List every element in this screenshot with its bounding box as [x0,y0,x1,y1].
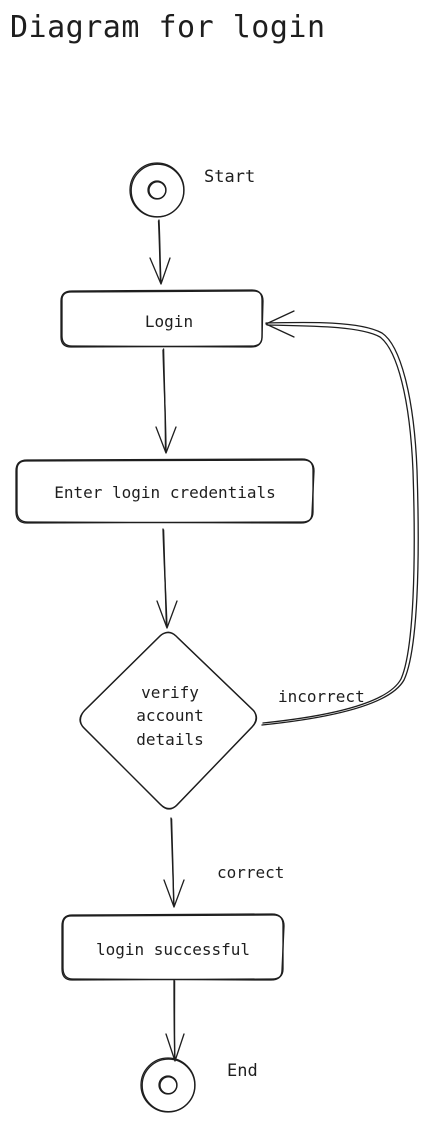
arrow-login-to-credentials [155,348,177,454]
start-node [129,162,185,218]
verify-decision [79,631,258,810]
arrow-success-to-end [165,979,185,1062]
arrow-correct-to-success [163,817,185,908]
success-box [61,913,285,981]
arrow-incorrect-to-login [261,310,419,726]
end-label: End [227,1061,258,1081]
arrow-start-to-login [149,219,171,285]
incorrect-label: incorrect [278,687,365,706]
end-node [140,1057,196,1113]
arrow-credentials-to-verify [156,528,178,629]
login-label: Login [145,312,193,331]
diagram-title: Diagram for login [10,10,326,45]
verify-label-line-1: verify [141,683,199,702]
credentials-label: Enter login credentials [54,483,276,502]
login-box [60,289,264,348]
correct-label: correct [217,863,284,882]
start-label: Start [204,167,255,187]
verify-label-line-2: account [136,706,203,725]
credentials-box [15,458,315,524]
verify-label-line-3: details [136,730,203,749]
success-label: login successful [96,940,250,959]
